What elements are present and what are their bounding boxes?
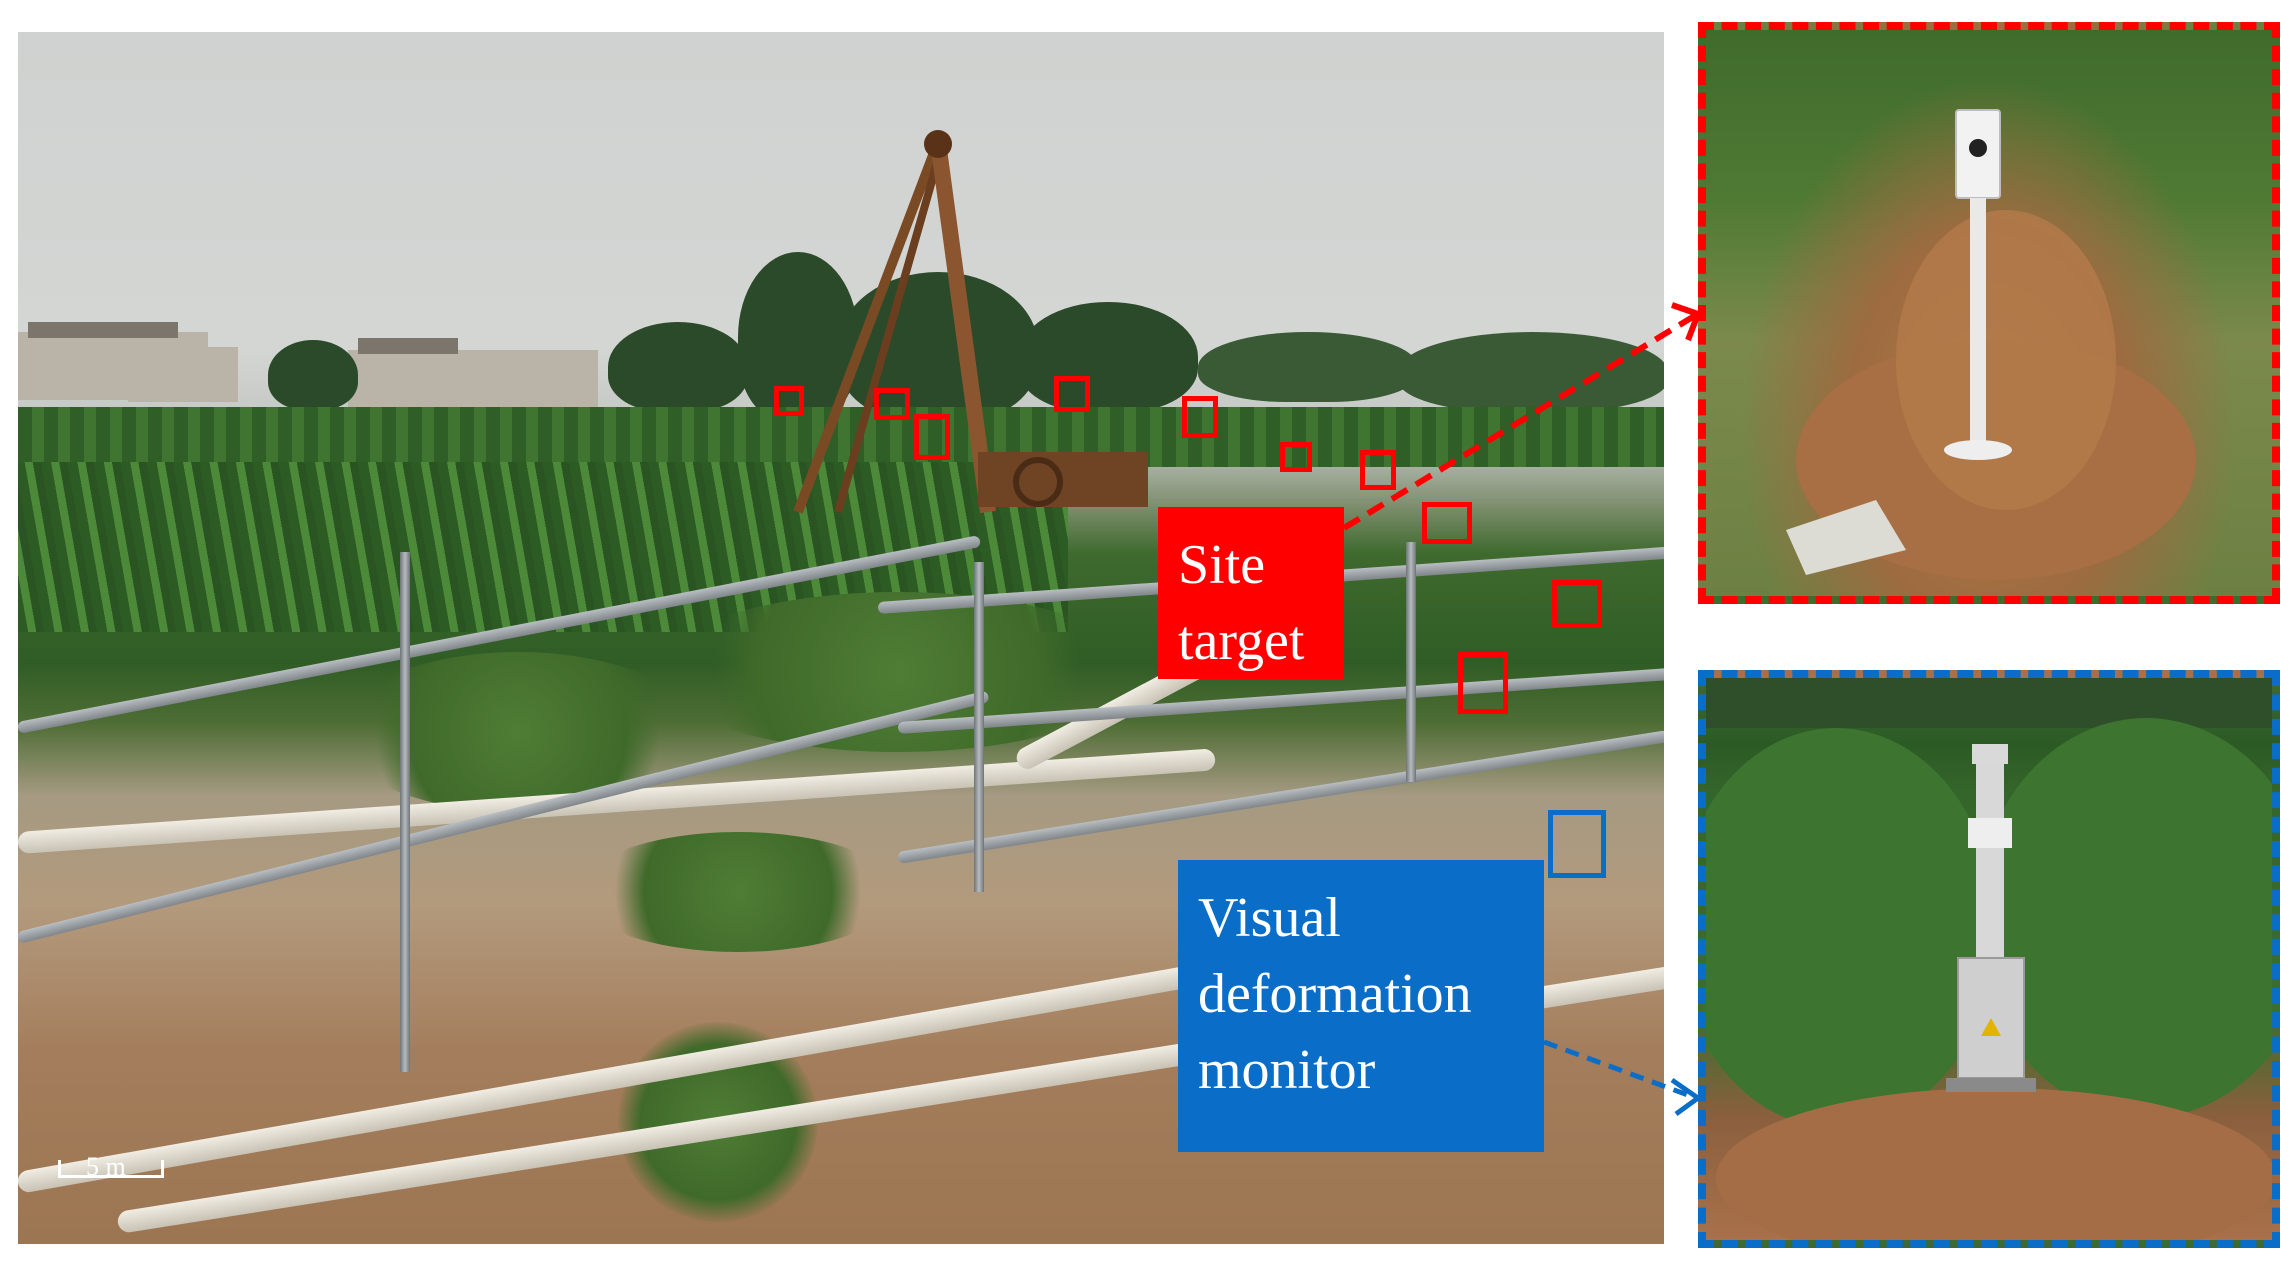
site-target-label-line2: target — [1178, 610, 1305, 672]
scale-bar — [58, 1160, 164, 1178]
tree — [1398, 332, 1664, 412]
fence-post — [400, 552, 410, 1072]
site-target-marker — [1458, 652, 1508, 714]
visual-deformation-monitor-device — [1706, 678, 2272, 1240]
site-target-arrow — [1342, 312, 1698, 531]
house-roof — [28, 322, 178, 338]
site-target-marker — [774, 386, 804, 416]
monitor-arrow — [1543, 1039, 1697, 1101]
corn-field-far — [18, 407, 1664, 467]
site-target-marker — [1054, 376, 1090, 412]
site-target-marker — [1360, 450, 1396, 490]
monitor-label-line1: Visual — [1198, 887, 1341, 949]
field-photo — [18, 32, 1664, 1244]
fence-post — [1406, 542, 1416, 782]
site-target-marker — [1422, 502, 1472, 544]
monitor-label: Visual deformation monitor — [1178, 860, 1544, 1152]
house — [348, 350, 598, 408]
site-target-marker — [874, 388, 910, 420]
site-target-label: Site target — [1158, 507, 1344, 679]
weed-patch — [578, 832, 898, 952]
tree — [1018, 302, 1198, 412]
monitor-inset — [1698, 670, 2280, 1248]
monitor-label-line3: monitor — [1198, 1039, 1376, 1101]
site-target-inset — [1698, 22, 2280, 604]
tree — [268, 340, 358, 410]
fence-post — [974, 562, 984, 892]
site-target-device — [1786, 109, 2196, 580]
monitor-marker — [1548, 810, 1606, 878]
tree — [1198, 332, 1418, 402]
site-target-marker — [914, 414, 950, 460]
monitor-label-line2: deformation — [1198, 963, 1472, 1025]
site-target-marker — [1552, 580, 1602, 628]
site-target-marker — [1280, 442, 1312, 472]
tree — [608, 322, 748, 412]
drilling-rig — [793, 130, 1148, 514]
scale-bar-text: 5 m — [86, 1152, 126, 1181]
site-target-marker — [1182, 396, 1218, 438]
house-roof — [358, 338, 458, 354]
house — [128, 347, 238, 402]
site-target-label-line1: Site — [1178, 534, 1266, 596]
